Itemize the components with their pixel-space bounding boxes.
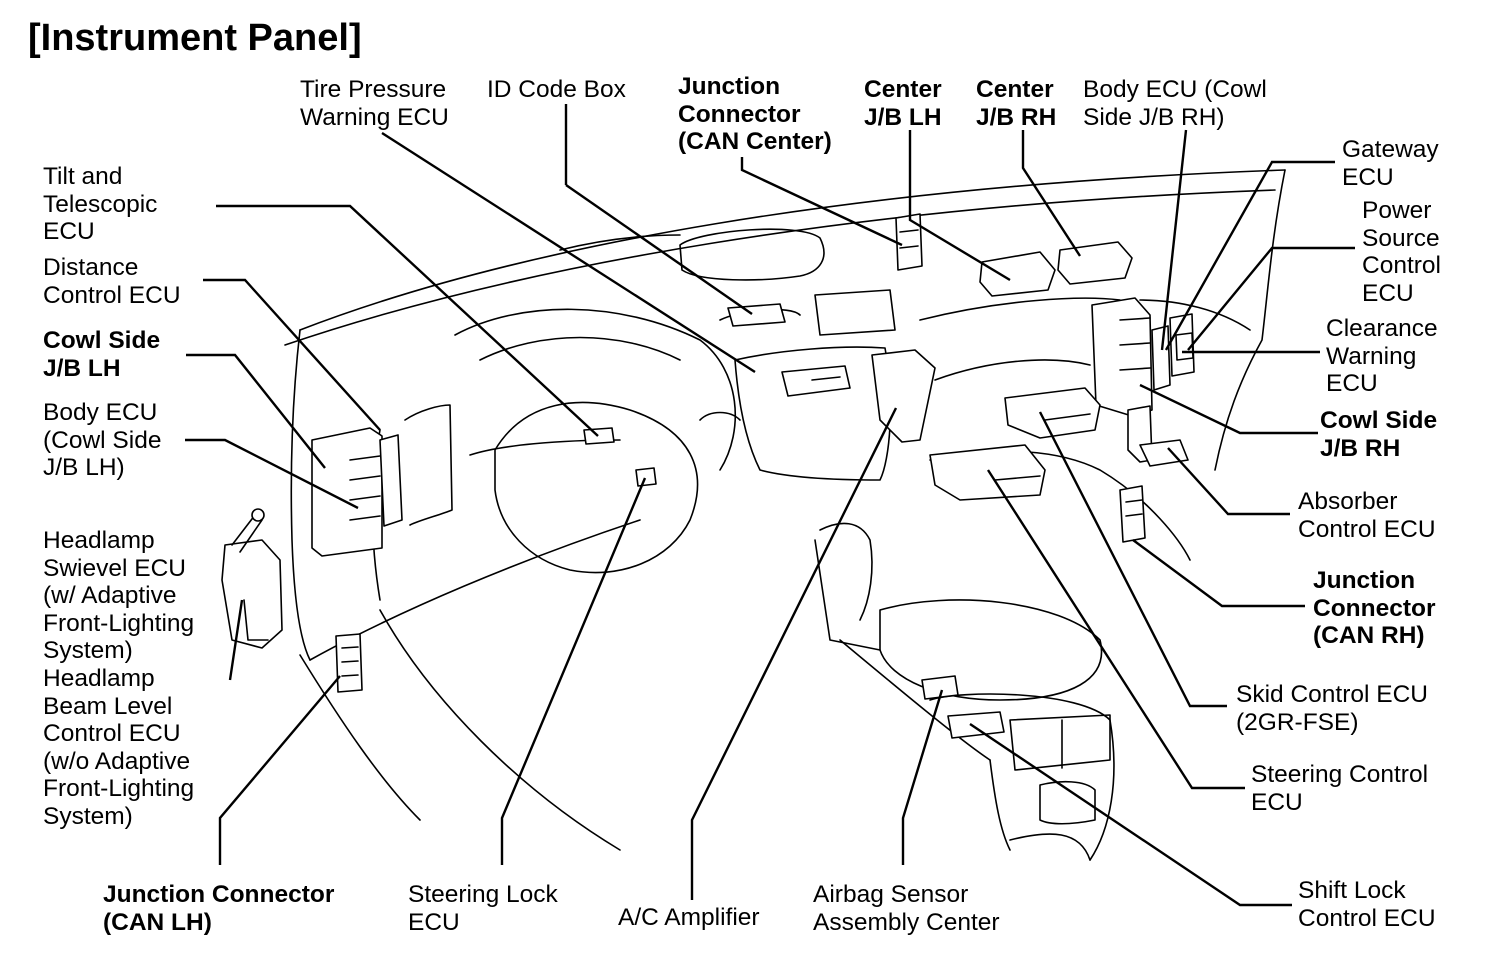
label-body-ecu-cowl-side-jb-rh: Body ECU (Cowl Side J/B RH) [1083,76,1267,131]
steering-control-ecu-unit [929,444,1046,501]
label-body-ecu-cowl-side-jb-lh: Body ECU (Cowl Side J/B LH) [43,399,162,481]
cowl-side-jb-lh-unit [311,427,383,557]
label-junction-connector-can-rh: Junction Connector (CAN RH) [1313,567,1436,649]
label-tilt-telescopic-ecu: Tilt and Telescopic ECU [43,163,158,245]
skid-control-ecu-unit [1004,387,1101,439]
label-cowl-side-jb-lh: Cowl Side J/B LH [43,327,161,382]
junction-connector-can-center-unit [895,213,923,271]
gateway-ecu-unit [1151,325,1171,391]
center-jb-lh-unit [979,251,1056,297]
label-distance-control-ecu: Distance Control ECU [43,254,181,309]
tilt-telescopic-ecu-unit [583,427,615,445]
label-tire-pressure-warning-ecu: Tire Pressure Warning ECU [300,76,449,131]
components [221,213,1195,739]
label-center-jb-lh: Center J/B LH [864,76,942,131]
label-id-code-box: ID Code Box [487,76,626,103]
shift-lock-ecu-unit [947,711,1005,739]
steering-lock-ecu-unit [635,467,657,487]
label-cowl-side-jb-rh: Cowl Side J/B RH [1320,407,1438,462]
absorber-control-ecu-unit [1139,439,1189,467]
label-junction-connector-can-lh: Junction Connector (CAN LH) [103,881,335,936]
center-jb-rh-unit [1057,241,1133,285]
headlamp-swivel-ecu-unit [221,539,283,649]
page-title: [Instrument Panel] [28,17,362,59]
label-center-jb-rh: Center J/B RH [976,76,1057,131]
airbag-sensor-unit [921,675,959,700]
body-ecu-lh-unit [379,434,403,527]
label-junction-connector-can-center: Junction Connector (CAN Center) [678,73,832,155]
label-shift-lock-control-ecu: Shift Lock Control ECU [1298,877,1436,932]
label-headlamp-swivel-ecu: Headlamp Swievel ECU (w/ Adaptive Front-… [43,527,195,664]
clearance-warning-ecu-unit [1175,332,1194,361]
label-steering-control-ecu: Steering Control ECU [1251,761,1429,816]
leader-lines [185,104,1355,907]
id-code-box-unit [727,303,786,327]
label-steering-lock-ecu: Steering Lock ECU [408,881,558,936]
label-ac-amplifier: A/C Amplifier [618,904,760,931]
label-gateway-ecu: Gateway ECU [1342,136,1439,191]
label-absorber-control-ecu: Absorber Control ECU [1298,488,1436,543]
cowl-side-jb-rh-unit [1091,297,1153,417]
junction-connector-can-lh-unit [335,633,363,693]
label-power-source-control-ecu: Power Source Control ECU [1362,197,1441,307]
label-airbag-sensor-assembly-center: Airbag Sensor Assembly Center [813,881,1000,936]
label-skid-control-ecu: Skid Control ECU (2GR-FSE) [1236,681,1428,736]
ac-amplifier-unit [871,349,936,443]
label-headlamp-beam-level-ecu: Headlamp Beam Level Control ECU (w/o Ada… [43,665,195,830]
label-clearance-warning-ecu: Clearance Warning ECU [1326,315,1438,397]
tire-pressure-ecu-unit [781,365,851,397]
